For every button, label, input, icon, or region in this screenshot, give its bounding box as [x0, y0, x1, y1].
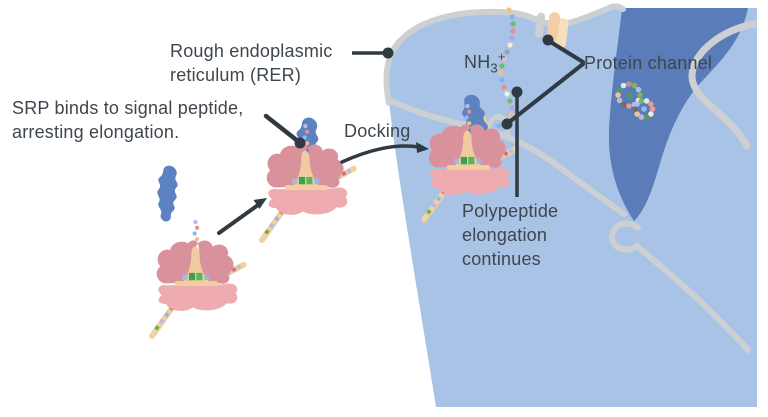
er-lumen-band: [608, 8, 748, 221]
label-rer: Rough endoplasmic reticulum (RER): [170, 39, 333, 87]
er-membrane-outline: [383, 3, 626, 106]
label-polypeptide: Polypeptide elongation continues: [462, 201, 559, 269]
label-srp-line2: arresting elongation.: [12, 122, 180, 142]
protein-channel-pointer: [501, 34, 585, 130]
label-nh3-base: NH: [464, 52, 491, 72]
label-srp-line1: SRP binds to signal peptide,: [12, 98, 244, 118]
srp-free: [157, 165, 178, 222]
label-docking: Docking: [344, 121, 411, 141]
ribosome-srp-arrested: [260, 124, 354, 240]
label-nh3-sub: 3: [490, 60, 498, 76]
label-rer-line1: Rough endoplasmic: [170, 41, 333, 61]
membrane-right-curve: [688, 20, 758, 150]
label-protein-channel: Protein channel: [584, 53, 713, 73]
label-rer-line2: reticulum (RER): [170, 65, 302, 85]
step-arrow: [217, 198, 267, 235]
docking-arrow: [340, 142, 429, 164]
protein-channel-top: [534, 12, 569, 49]
membrane-hook: [609, 220, 751, 353]
ribosome-free: [150, 220, 244, 336]
srp-pointer: [263, 113, 306, 149]
label-nh3: NH3+: [464, 45, 506, 81]
folded-protein: [615, 81, 656, 120]
label-srp: SRP binds to signal peptide, arresting e…: [12, 96, 243, 144]
label-nh3-sup: +: [497, 49, 506, 64]
rer-pointer: [352, 47, 394, 59]
nascent-chain: [496, 7, 516, 129]
polypeptide-pointer: [511, 86, 523, 197]
